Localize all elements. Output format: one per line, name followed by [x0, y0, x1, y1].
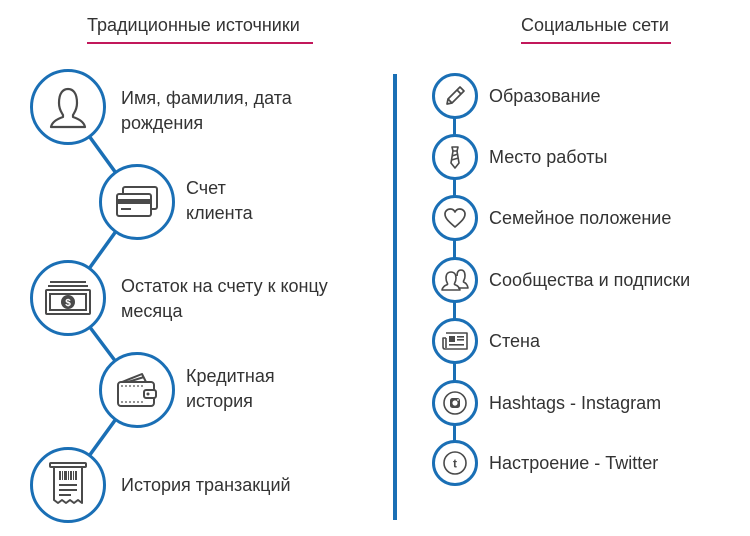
traditional-item-balance: $ — [30, 260, 106, 336]
people-icon — [441, 269, 469, 291]
svg-text:$: $ — [65, 298, 71, 309]
money-stack-icon: $ — [45, 281, 91, 315]
social-label-twitter: Настроение - Twitter — [489, 453, 659, 473]
pencil-icon — [446, 86, 465, 105]
social-label-education: Образование — [489, 86, 601, 106]
heart-icon — [444, 208, 466, 228]
social-label-work: Место работы — [489, 147, 608, 167]
necktie-icon — [450, 146, 460, 169]
social-item-family — [432, 195, 478, 241]
social-heading-underline — [521, 42, 671, 44]
social-label-communities: Сообщества и подписки — [489, 270, 691, 290]
svg-text:t: t — [453, 457, 457, 471]
tumblr-t-icon: t — [443, 451, 467, 475]
traditional-item-credit — [99, 352, 175, 428]
traditional-item-transactions — [30, 447, 106, 523]
receipt-icon — [49, 462, 87, 504]
social-label-family: Семейное положение — [489, 208, 672, 228]
traditional-label-balance: Остаток на счету к концу месяца — [121, 276, 328, 321]
traditional-heading-underline — [87, 42, 313, 44]
person-silhouette-icon — [49, 87, 87, 129]
instagram-icon — [443, 391, 467, 415]
social-item-instagram — [432, 380, 478, 426]
social-label-wall: Стена — [489, 331, 541, 351]
credit-cards-icon — [116, 186, 158, 217]
traditional-label-name: Имя, фамилия, дата рождения — [121, 88, 292, 133]
social-item-education — [432, 73, 478, 119]
traditional-item-name — [30, 69, 106, 145]
traditional-label-transactions: История транзакций — [121, 475, 291, 495]
traditional-label-account: Счет клиента — [186, 178, 253, 223]
social-item-communities — [432, 257, 478, 303]
social-item-wall — [432, 318, 478, 364]
traditional-label-credit: Кредитная история — [186, 366, 275, 411]
column-divider-line — [393, 74, 397, 520]
social-item-work — [432, 134, 478, 180]
traditional-item-account — [99, 164, 175, 240]
newspaper-icon — [442, 332, 468, 350]
social-item-twitter: t — [432, 440, 478, 486]
social-label-instagram: Hashtags - Instagram — [489, 393, 662, 413]
wallet-icon — [117, 373, 157, 407]
social-networks-heading: Социальные сети — [521, 15, 669, 35]
traditional-sources-heading: Традиционные источники — [87, 15, 300, 35]
